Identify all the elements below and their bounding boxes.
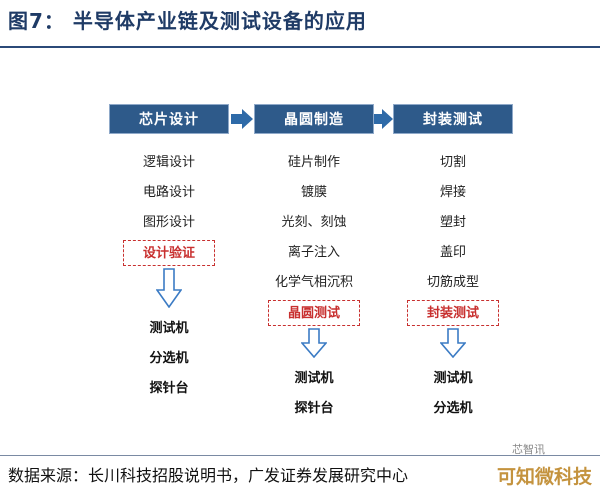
figure-title: 图7： 半导体产业链及测试设备的应用 (8, 8, 367, 34)
wechat-watermark: 芯智讯 (512, 443, 545, 456)
stage-column-packaging: 封装测试 切割 焊接 塑封 盖印 切筋成型 封装测试 测试机 分选机 (393, 104, 513, 424)
step-item: 切割 (439, 155, 466, 170)
down-arrow-icon (156, 268, 182, 308)
equipment-item: 测试机 (294, 371, 334, 386)
stage-column-design: 芯片设计 逻辑设计 电路设计 图形设计 设计验证 测试机 分选机 探针台 (109, 104, 229, 404)
equipment-list: 测试机 分选机 探针台 (109, 314, 229, 404)
stage-steps: 逻辑设计 电路设计 图形设计 设计验证 (109, 148, 229, 266)
step-item: 逻辑设计 (142, 155, 195, 170)
data-source: 数据来源：长川科技招股说明书，广发证券发展研究中心 (8, 466, 409, 485)
step-item: 盖印 (439, 245, 466, 260)
right-arrow-icon (231, 109, 253, 129)
step-item: 光刻、刻蚀 (281, 215, 347, 230)
equipment-list: 测试机 分选机 (393, 364, 513, 424)
step-item: 离子注入 (287, 245, 340, 260)
right-arrow-icon (371, 109, 393, 129)
stage-steps: 切割 焊接 塑封 盖印 切筋成型 封装测试 (393, 148, 513, 326)
stage-box: 芯片设计 (109, 104, 229, 134)
figure-label: 图7： (8, 9, 65, 33)
stage-column-wafer: 晶圆制造 硅片制作 镀膜 光刻、刻蚀 离子注入 化学气相沉积 晶圆测试 测试机 … (254, 104, 374, 424)
source-rule (0, 455, 600, 456)
test-step-box: 封装测试 (407, 300, 499, 326)
stage-steps: 硅片制作 镀膜 光刻、刻蚀 离子注入 化学气相沉积 晶圆测试 (254, 148, 374, 326)
stage-box: 晶圆制造 (254, 104, 374, 134)
step-item: 化学气相沉积 (274, 275, 353, 290)
equipment-list: 测试机 探针台 (254, 364, 374, 424)
step-item: 焊接 (439, 185, 466, 200)
equipment-item: 测试机 (433, 371, 473, 386)
figure-title-text: 半导体产业链及测试设备的应用 (72, 9, 367, 33)
stage-box: 封装测试 (393, 104, 513, 134)
step-item: 塑封 (439, 215, 466, 230)
test-step-box: 设计验证 (123, 240, 215, 266)
equipment-item: 探针台 (149, 381, 189, 396)
step-item: 电路设计 (142, 185, 195, 200)
step-item: 图形设计 (142, 215, 195, 230)
down-arrow-icon (301, 328, 327, 358)
equipment-item: 探针台 (294, 401, 334, 416)
equipment-item: 测试机 (149, 321, 189, 336)
brand-watermark: 可知微科技 (496, 466, 592, 488)
step-item: 镀膜 (300, 185, 327, 200)
equipment-item: 分选机 (149, 351, 189, 366)
down-arrow-icon (440, 328, 466, 358)
equipment-item: 分选机 (433, 401, 473, 416)
title-rule (0, 46, 600, 48)
step-item: 切筋成型 (426, 275, 479, 290)
test-step-box: 晶圆测试 (268, 300, 360, 326)
step-item: 硅片制作 (287, 155, 340, 170)
